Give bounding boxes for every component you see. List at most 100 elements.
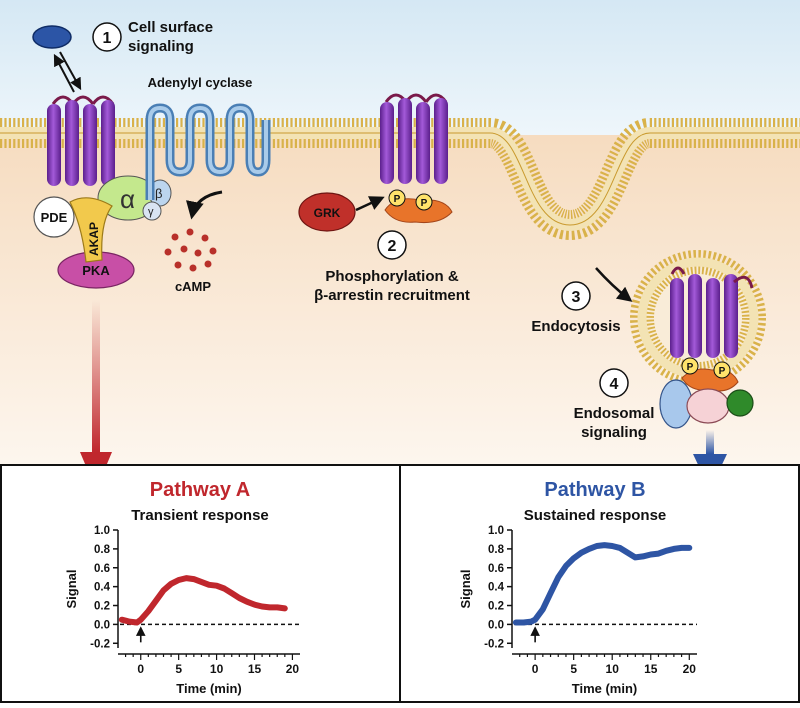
x-tick-label: 20 — [683, 662, 697, 676]
data-point — [626, 551, 629, 554]
pde: PDE — [33, 196, 75, 238]
data-point — [603, 544, 606, 546]
data-point — [642, 555, 644, 558]
data-point — [619, 547, 621, 549]
data-point — [542, 608, 544, 611]
y-tick-label: 0.6 — [94, 563, 110, 575]
data-point — [611, 545, 614, 547]
camp-molecules — [164, 228, 217, 272]
data-point — [572, 557, 575, 560]
camp-production-arrow — [186, 190, 223, 220]
y-tick-label: 0.2 — [488, 601, 504, 613]
data-point — [136, 621, 138, 624]
x-tick-label: 15 — [644, 662, 658, 676]
data-point — [276, 606, 279, 609]
data-point — [284, 607, 286, 610]
y-tick-label: 0.6 — [488, 563, 504, 575]
grk: GRK — [298, 192, 356, 232]
phospho-group-1b: P — [415, 193, 433, 211]
data-point — [147, 610, 150, 612]
phospho-label: P — [394, 194, 401, 205]
data-point — [200, 581, 203, 583]
x-tick-label: 5 — [175, 662, 182, 676]
step-label-line1: Endosomal — [574, 405, 655, 422]
data-point — [268, 606, 271, 609]
gpcr-receptor-1 — [47, 95, 141, 191]
data-point — [515, 621, 517, 624]
y-tick-label: 0.4 — [94, 582, 111, 594]
chart-pathway-a: Pathway A Transient response -0.2 0.0 0.2 0.4… — [64, 479, 300, 696]
x-axis-label: Time (min) — [176, 681, 242, 696]
y-tick-label: 1.0 — [488, 525, 504, 537]
step-4: 4 Endosomal signaling — [574, 368, 655, 441]
x-tick-label: 0 — [532, 662, 539, 676]
data-point — [634, 556, 637, 559]
data-point — [120, 618, 123, 621]
data-point — [223, 587, 225, 590]
step-2: 2 Phosphorylation & β-arrestin recruitme… — [314, 230, 470, 304]
y-axis-label: Signal — [64, 569, 79, 608]
step-label-line1: Cell surface — [128, 19, 213, 36]
data-point — [193, 578, 195, 580]
y-tick-label: -0.2 — [484, 638, 504, 650]
signaling-complex — [659, 379, 754, 429]
data-point — [238, 597, 241, 599]
data-point — [688, 547, 691, 549]
data-point — [673, 548, 675, 550]
camp-label: cAMP — [175, 279, 211, 294]
y-tick-label: 0.0 — [488, 619, 504, 631]
data-point — [522, 621, 525, 624]
step-label-line2: signaling — [581, 424, 647, 441]
data-point — [530, 620, 533, 623]
step-label-line2: β-arrestin recruitment — [314, 287, 470, 304]
g-protein: α β γ — [97, 175, 172, 221]
y-tick-label: 1.0 — [94, 525, 110, 537]
data-point — [565, 565, 567, 567]
phospho-group-1a: P — [388, 189, 406, 207]
chart-subtitle: Sustained response — [524, 507, 667, 524]
data-point — [185, 577, 188, 579]
data-point — [162, 589, 165, 592]
data-point — [534, 618, 536, 621]
phospho-label: P — [687, 362, 694, 373]
pka: PKA — [57, 251, 135, 289]
data-point — [680, 547, 683, 549]
step-label-line2: signaling — [128, 38, 194, 55]
step-3: 3 Endocytosis — [531, 281, 621, 335]
chart-title: Pathway B — [544, 479, 645, 501]
x-tick-label: 20 — [286, 662, 300, 676]
chart-subtitle: Transient response — [131, 507, 269, 524]
x-tick-label: 15 — [248, 662, 262, 676]
akap: AKAP — [69, 197, 113, 263]
y-tick-label: 0.8 — [488, 544, 505, 556]
y-tick-label: 0.0 — [94, 619, 110, 631]
step-number: 4 — [610, 376, 619, 393]
y-tick-label: 0.8 — [94, 544, 111, 556]
step-number: 1 — [103, 30, 112, 47]
gpcr-receptor-endosomal — [670, 266, 754, 358]
grk-arrow — [355, 196, 385, 212]
y-tick-label: -0.2 — [90, 638, 110, 650]
step-label-line1: Phosphorylation & — [325, 268, 459, 285]
endocytosis-arrow — [595, 267, 633, 302]
data-point — [549, 592, 552, 595]
phospho-label: P — [719, 366, 726, 377]
step-number: 3 — [572, 289, 581, 306]
data-point — [557, 576, 560, 578]
chart-title: Pathway A — [150, 479, 250, 501]
plasma-membrane — [0, 118, 800, 241]
y-tick-label: 0.2 — [94, 601, 110, 613]
data-point — [657, 552, 660, 555]
data-point — [588, 548, 590, 550]
y-axis-label: Signal — [458, 569, 473, 608]
x-tick-label: 0 — [137, 662, 144, 676]
data-point — [246, 600, 248, 603]
step-number: 2 — [388, 238, 397, 255]
series-line — [512, 542, 693, 626]
data-point — [580, 551, 583, 554]
data-point — [128, 620, 131, 623]
x-tick-label: 10 — [606, 662, 620, 676]
